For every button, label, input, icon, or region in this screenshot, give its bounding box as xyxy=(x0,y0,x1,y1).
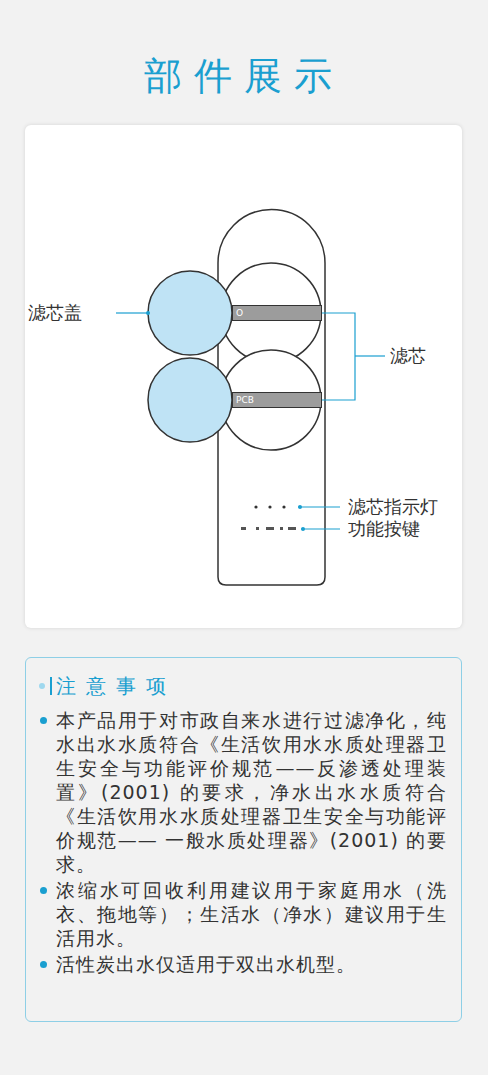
bullet-dot xyxy=(40,961,47,968)
key xyxy=(266,527,274,530)
text-run: 活性炭出水仅适用于双出水机型。 xyxy=(56,953,356,975)
indicator-lights xyxy=(254,505,285,508)
key xyxy=(256,527,259,530)
heading-bar xyxy=(50,677,52,695)
leader-dot xyxy=(301,527,305,531)
filter-cap xyxy=(148,271,232,355)
filter-body xyxy=(221,263,321,363)
key xyxy=(288,527,296,530)
notes-panel: 注意事项本产品用于对市政自来水进行过滤净化，纯水出水水质符合《生活饮用水水质处理… xyxy=(25,657,462,1022)
key xyxy=(280,527,283,530)
part-label: 滤芯指示灯 xyxy=(348,496,438,518)
indicator-light xyxy=(268,505,271,508)
page-title: 部件展示 xyxy=(0,52,488,100)
filter-band: PCB xyxy=(232,392,322,408)
filter-body xyxy=(221,350,321,450)
filter-code: O xyxy=(233,306,321,320)
notes-heading: 注意事项 xyxy=(56,672,447,700)
function-keys xyxy=(241,527,296,530)
part-label: 滤芯 xyxy=(390,345,426,367)
leader-line xyxy=(355,355,385,356)
note-item: 本产品用于对市政自来水进行过滤净化，纯水出水水质符合《生活饮用水水质处理器卫生安… xyxy=(56,708,447,876)
part-label: 功能按键 xyxy=(348,518,420,540)
filter-band: O xyxy=(232,305,322,321)
filter-code: PCB xyxy=(233,393,321,407)
text-run: O xyxy=(236,308,243,318)
bracket xyxy=(318,313,355,400)
bullet-dot xyxy=(40,717,47,724)
text-run: 注意事项 xyxy=(56,674,176,698)
key xyxy=(241,527,246,530)
leader-dot xyxy=(298,505,302,509)
text-run: 本产品用于对市政自来水进行过滤净化，纯水出水水质符合《生活饮用水水质处理器卫生安… xyxy=(56,709,447,875)
indicator-light xyxy=(254,505,257,508)
bullet-dot xyxy=(40,887,47,894)
text-run: 浓缩水可回收利用建议用于家庭用水（洗衣、拖地等）；生活水（净水）建议用于生活用水… xyxy=(56,879,447,949)
leader-line xyxy=(116,312,148,313)
note-item: 活性炭出水仅适用于双出水机型。 xyxy=(56,952,447,976)
note-item: 浓缩水可回收利用建议用于家庭用水（洗衣、拖地等）；生活水（净水）建议用于生活用水… xyxy=(56,878,447,950)
leader-line xyxy=(298,506,340,507)
filter-cap xyxy=(148,358,232,442)
text-run: PCB xyxy=(236,395,254,405)
part-label: 滤芯盖 xyxy=(28,302,82,324)
leader-dot xyxy=(146,311,150,315)
leader-line xyxy=(301,528,340,529)
indicator-light xyxy=(282,505,285,508)
heading-dot xyxy=(39,683,45,689)
